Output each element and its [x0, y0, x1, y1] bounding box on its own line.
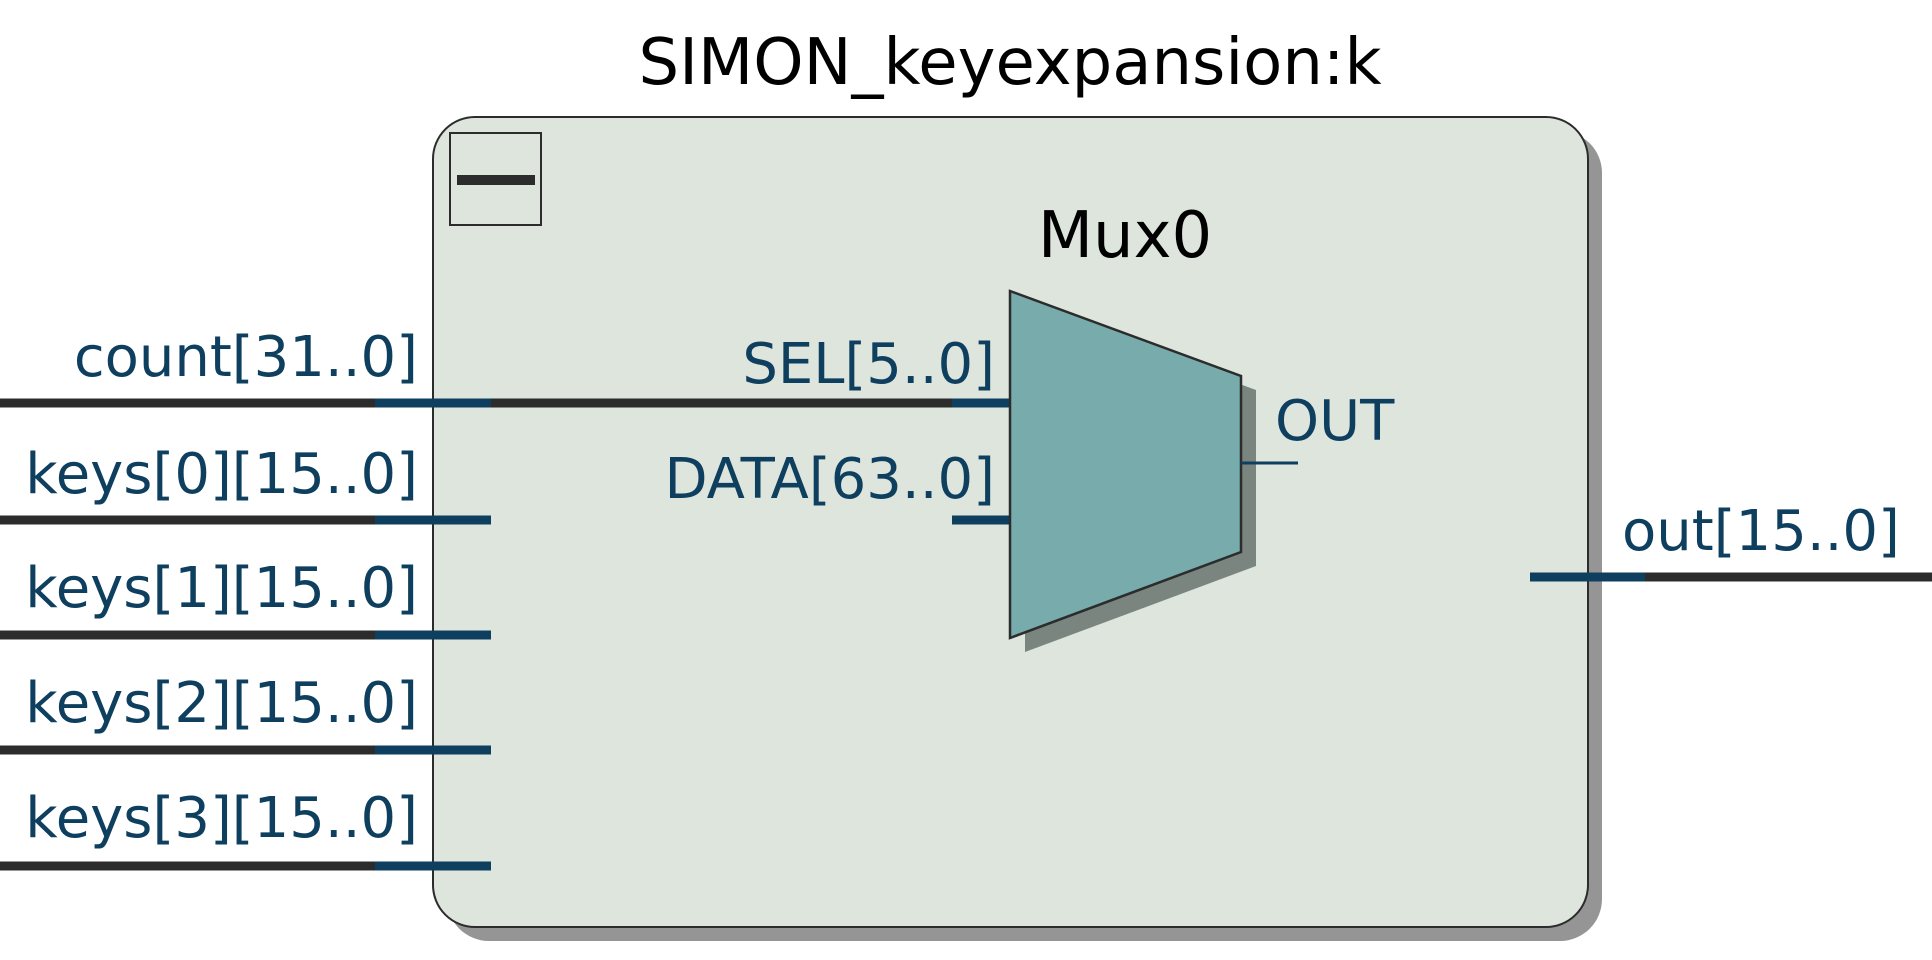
- collapse-button[interactable]: [449, 132, 542, 226]
- mux-out-label: OUT: [1275, 389, 1395, 454]
- input-port-label-count[interactable]: count[31..0]: [74, 325, 418, 390]
- input-port-label-keys-2[interactable]: keys[2][15..0]: [25, 671, 418, 736]
- minus-collapse-icon: [457, 175, 535, 185]
- mux-data-label: DATA[63..0]: [665, 447, 995, 512]
- output-port-label-out[interactable]: out[15..0]: [1622, 499, 1900, 564]
- mux-sel-label: SEL[5..0]: [742, 332, 995, 397]
- input-port-label-keys-3[interactable]: keys[3][15..0]: [25, 786, 418, 851]
- input-port-label-keys-0[interactable]: keys[0][15..0]: [25, 442, 418, 507]
- module-title: SIMON_keyexpansion:k: [639, 26, 1382, 100]
- mux-body[interactable]: [1008, 289, 1243, 640]
- mux-instance-name: Mux0: [1038, 199, 1212, 273]
- input-port-label-keys-1[interactable]: keys[1][15..0]: [25, 556, 418, 621]
